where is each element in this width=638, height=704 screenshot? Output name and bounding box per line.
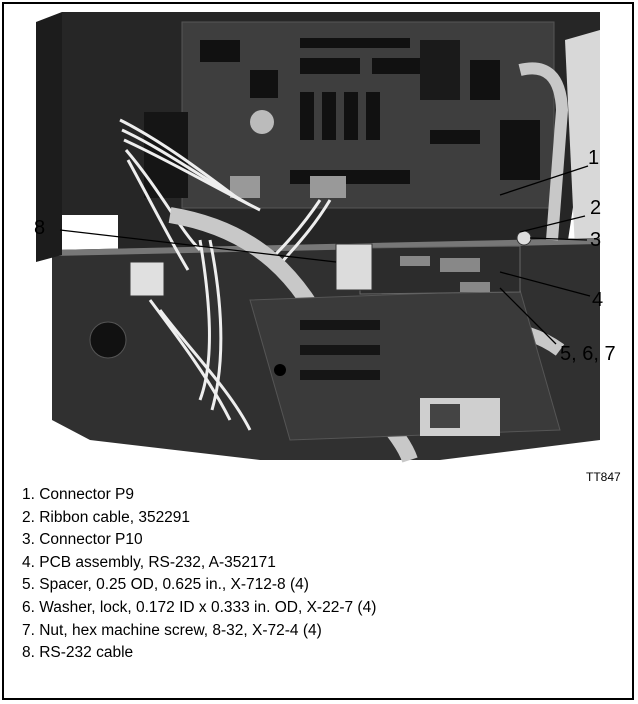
legend-item: 3. Connector P10 [22, 531, 143, 549]
rs232-pcb-components [400, 256, 490, 292]
parts-legend: 1. Connector P9 2. Ribbon cable, 352291 … [22, 484, 376, 665]
tray-rim [52, 238, 600, 256]
callout-8: 8 [34, 217, 46, 239]
callout-5-6-7: 5, 6, 7 [560, 343, 616, 365]
main-pcb-components [200, 38, 540, 198]
wire-harness [119, 118, 332, 431]
capacitor [89, 321, 127, 359]
lower-pcb-components [274, 320, 380, 380]
lower-pcb [249, 289, 561, 441]
legend-item: 6. Washer, lock, 0.172 ID x 0.333 in. OD… [22, 598, 377, 616]
legend-item: 1. Connector P9 [22, 486, 135, 503]
callout-4: 4 [592, 289, 604, 311]
enclosure-right-wall [565, 30, 600, 250]
leader-lines [59, 165, 591, 345]
ribbon-cable-right [518, 62, 569, 241]
legend-item: 8. RS-232 cable [22, 644, 134, 662]
equipment-photo [36, 12, 600, 463]
legend-item: 5. Spacer, 0.25 OD, 0.625 in., X-712-8 (… [22, 576, 309, 594]
callout-2: 2 [590, 197, 602, 219]
connector-p10-shape [516, 230, 532, 246]
relay [129, 261, 165, 297]
callout-3: 3 [590, 229, 602, 251]
callout-1: 1 [588, 147, 600, 169]
legend-item: 2. Ribbon cable, 352291 [22, 508, 191, 526]
figure-id: TT847 [586, 470, 621, 484]
rs232-connector-shape [335, 243, 373, 291]
enclosure-left-panel [36, 12, 62, 262]
legend-item: 4. PCB assembly, RS-232, A-352171 [22, 553, 276, 571]
legend-item: 7. Nut, hex machine screw, 8-32, X-72-4 … [22, 621, 322, 639]
